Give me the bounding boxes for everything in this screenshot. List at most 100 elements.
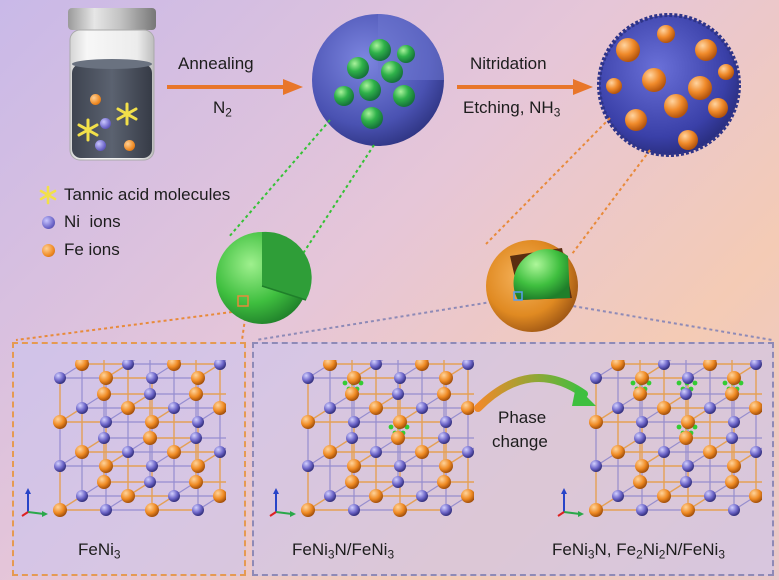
ni-atom xyxy=(122,446,134,458)
ni-atom xyxy=(324,490,336,502)
fe-atom xyxy=(415,445,429,459)
fe-atom xyxy=(633,475,647,489)
ni-atom xyxy=(750,446,762,458)
fe-atom xyxy=(213,489,226,503)
fe-atom xyxy=(461,489,474,503)
fe-atom xyxy=(391,431,405,445)
ni-atom xyxy=(682,372,694,384)
fe-atom xyxy=(611,360,625,371)
ni-atom xyxy=(392,476,404,488)
caption-feni3n-fe2ni2n-feni3: FeNi3N, Fe2Ni2N/FeNi3 xyxy=(552,540,725,562)
vial-star-icon xyxy=(116,102,138,126)
fe-atom xyxy=(703,445,717,459)
lattice-feni3n-fe2ni2n xyxy=(589,360,762,517)
nitrided-sphere xyxy=(597,13,741,157)
fe-atom xyxy=(347,459,361,473)
fe-ion-icon xyxy=(38,243,58,257)
fe-atom xyxy=(143,431,157,445)
ni-atom xyxy=(98,432,110,444)
fe-atom xyxy=(681,503,695,517)
fe-atom xyxy=(189,387,203,401)
ni-atom xyxy=(100,504,112,516)
fe-atom xyxy=(167,360,181,371)
fe-atom xyxy=(725,475,739,489)
fe-atom xyxy=(657,489,671,503)
annealing-label: Annealing xyxy=(178,54,254,73)
ni-atom xyxy=(146,460,158,472)
ni-atom xyxy=(438,432,450,444)
nitridation-label: Nitridation xyxy=(470,54,547,73)
legend-fe-ions: Fe ions xyxy=(38,240,120,260)
ni-atom xyxy=(704,490,716,502)
fe-atom xyxy=(167,445,181,459)
caption-feni3n-feni3: FeNi3N/FeNi3 xyxy=(292,540,395,562)
fe-atom xyxy=(635,459,649,473)
fe-atom xyxy=(589,503,603,517)
etching-nh3-label: Etching, NH3 xyxy=(463,98,561,120)
fe-atom xyxy=(749,489,762,503)
vial-star-icon xyxy=(77,118,99,142)
ni-atom xyxy=(658,360,670,370)
green-sphere-cutaway xyxy=(216,231,312,324)
ni-atom xyxy=(680,476,692,488)
lattice-feni3n xyxy=(301,360,474,517)
fe-atom xyxy=(461,401,474,415)
ni-atom xyxy=(394,460,406,472)
ni-atom xyxy=(54,460,66,472)
ni-atom xyxy=(394,372,406,384)
ni-atom xyxy=(612,490,624,502)
star-icon xyxy=(38,185,58,205)
fe-atom xyxy=(437,475,451,489)
legend-label: Tannic acid molecules xyxy=(64,185,231,204)
fe-atom xyxy=(301,503,315,517)
n2-label: N2 xyxy=(213,98,232,120)
vial-fe-ion xyxy=(124,140,135,151)
ni-atom xyxy=(54,372,66,384)
ni-atom xyxy=(590,460,602,472)
legend-ni-ions: Ni ions xyxy=(38,212,121,232)
fe-atom xyxy=(97,475,111,489)
ni-atom xyxy=(462,360,474,370)
fe-atom xyxy=(145,415,159,429)
arrow-nitridation xyxy=(457,79,593,95)
ni-atom xyxy=(348,416,360,428)
fe-atom xyxy=(75,445,89,459)
ni-atom xyxy=(348,504,360,516)
ni-atom xyxy=(192,416,204,428)
ni-atom xyxy=(636,504,648,516)
fe-atom xyxy=(213,401,226,415)
ni-atom xyxy=(634,432,646,444)
fe-atom xyxy=(439,459,453,473)
axis-triad-icon xyxy=(21,488,48,517)
phase-change-arrow xyxy=(474,373,596,412)
ni-atom xyxy=(168,490,180,502)
ni-atom xyxy=(416,402,428,414)
fe-atom xyxy=(657,401,671,415)
fe-atom xyxy=(145,503,159,517)
ni-atom xyxy=(168,402,180,414)
fe-atom xyxy=(589,415,603,429)
fe-atom xyxy=(99,459,113,473)
ni-atom xyxy=(728,504,740,516)
ni-atom xyxy=(144,476,156,488)
fe-atom xyxy=(191,371,205,385)
fe-atom xyxy=(727,459,741,473)
fe-atom xyxy=(681,415,695,429)
fe-atom xyxy=(53,503,67,517)
fe-atom xyxy=(439,371,453,385)
ni-atom xyxy=(324,402,336,414)
legend-label: Ni ions xyxy=(64,212,121,231)
fe-atom xyxy=(75,360,89,371)
ni-atom xyxy=(658,446,670,458)
ni-atom xyxy=(302,372,314,384)
fe-atom xyxy=(703,360,717,371)
fe-atom xyxy=(301,415,315,429)
phase-label: Phase xyxy=(498,408,547,427)
fe-atom xyxy=(345,387,359,401)
ni-atom xyxy=(146,372,158,384)
arrow-annealing xyxy=(167,79,303,95)
fe-atom xyxy=(323,445,337,459)
vial-illustration xyxy=(68,8,156,161)
ni-atom xyxy=(346,432,358,444)
